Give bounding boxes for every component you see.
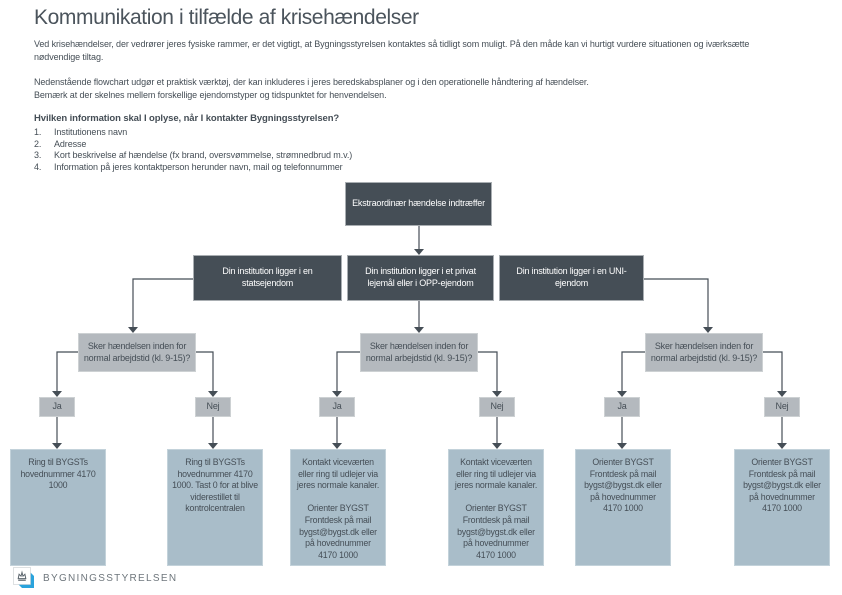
info-item-3: 3. Kort beskrivelse af hændelse (fx bran… (34, 150, 790, 162)
flow-question-box-middle: Sker hændelsen inden for normal arbejdst… (360, 333, 478, 372)
arrowhead-icons (52, 249, 787, 449)
footer-logo: BYGNINGSSTYRELSEN (13, 567, 177, 589)
intro-paragraph-2: Nedenstående flowchart udgør et praktisk… (34, 77, 589, 88)
flow-decision-ja-1: Ja (39, 397, 75, 417)
intro-paragraph-1: Ved krisehændelser, der vedrører jeres f… (34, 39, 750, 63)
flow-outcome-box-5: Orienter BYGST Frontdesk på mail bygst@b… (575, 449, 671, 566)
info-item-text: Information på jeres kontaktperson herun… (54, 161, 343, 172)
bygningsstyrelsen-crown-icon (13, 567, 34, 588)
flow-decision-nej-1: Nej (195, 397, 231, 417)
intro-text: Ved krisehændelser, der vedrører jeres f… (34, 38, 790, 102)
info-item-number: 4. (34, 161, 42, 172)
info-item-1: 1. Institutionens navn (34, 127, 790, 139)
flow-decision-ja-3: Ja (604, 397, 640, 417)
flow-outcome-box-2: Ring til BYGSTs hovednummer 4170 1000. T… (167, 449, 263, 566)
flow-root-box: Ekstraordinær hændelse indtræffer (345, 182, 492, 226)
header: Kommunikation i tilfælde af krisehændels… (34, 6, 790, 173)
flow-outcome-box-1: Ring til BYGSTs hovednummer 4170 1000 (10, 449, 106, 566)
flow-lines (56, 226, 783, 445)
flow-question-box-right: Sker hændelsen inden for normal arbejdst… (645, 333, 763, 372)
flow-branch-uni-ejendom: Din institution ligger i en UNI-ejendom (499, 255, 644, 301)
info-item-text: Adresse (54, 138, 87, 149)
page-title: Kommunikation i tilfælde af krisehændels… (34, 6, 419, 29)
info-item-2: 2. Adresse (34, 139, 790, 151)
flow-branch-statsejendom: Din institution ligger i en statsejendom (193, 255, 342, 301)
logo-text: BYGNINGSSTYRELSEN (43, 572, 178, 584)
info-item-number: 2. (34, 138, 42, 149)
info-item-4: 4. Information på jeres kontaktperson he… (34, 162, 790, 174)
info-item-number: 1. (34, 127, 42, 138)
intro-paragraph-3: Bemærk at der skelnes mellem forskellige… (34, 90, 387, 101)
flow-decision-nej-3: Nej (764, 397, 800, 417)
info-item-number: 3. (34, 150, 42, 161)
flow-question-box-left: Sker hændelsen inden for normal arbejdst… (78, 333, 196, 372)
flow-decision-ja-2: Ja (319, 397, 355, 417)
info-heading: Hvilken information skal I oplyse, når I… (34, 113, 340, 125)
info-item-text: Institutionens navn (54, 127, 128, 138)
info-item-text: Kort beskrivelse af hændelse (fx brand, … (54, 150, 353, 161)
flow-outcome-box-4: Kontakt viceværten eller ring til udleje… (448, 449, 544, 566)
info-list: 1. Institutionens navn 2. Adresse 3. Kor… (34, 127, 790, 173)
flow-outcome-box-6: Orienter BYGST Frontdesk på mail bygst@b… (734, 449, 830, 566)
flow-decision-nej-2: Nej (479, 397, 515, 417)
flow-outcome-box-3: Kontakt viceværten eller ring til udleje… (290, 449, 386, 566)
flow-branch-privat-lejemaal-opp: Din institution ligger i et privat lejem… (347, 255, 494, 301)
